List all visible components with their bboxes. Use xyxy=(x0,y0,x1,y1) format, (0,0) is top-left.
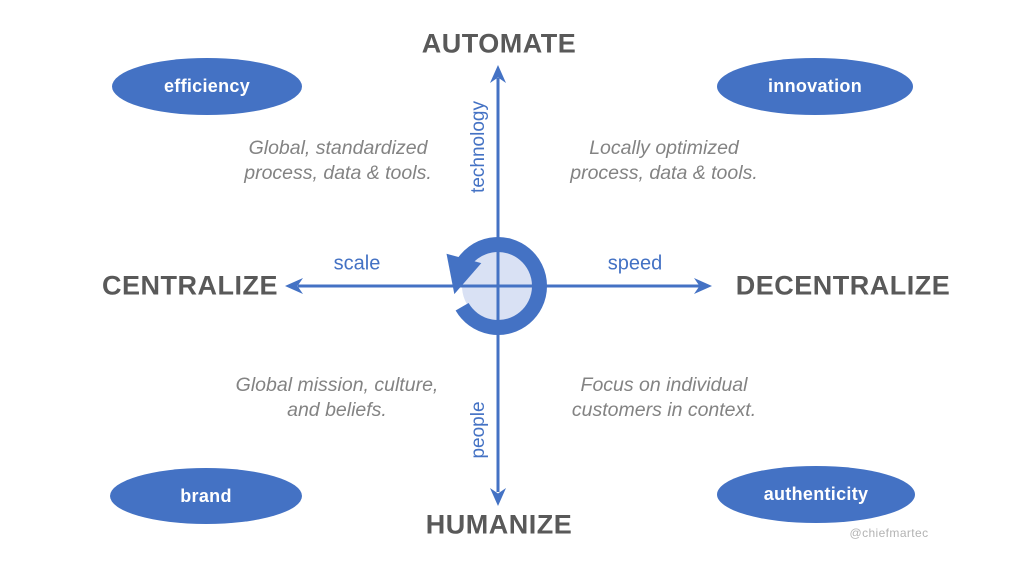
pole-left-label: CENTRALIZE xyxy=(102,270,278,301)
axis-label-technology: technology xyxy=(468,101,489,193)
quadrant-bottom-left-description: Global mission, culture, and beliefs. xyxy=(236,373,439,423)
cycle-arrow-icon xyxy=(446,237,547,335)
pole-bottom-label: HUMANIZE xyxy=(425,509,573,540)
arrowhead-left-icon xyxy=(285,278,303,294)
badge-brand: brand xyxy=(110,468,302,524)
description-line: process, data & tools. xyxy=(244,162,432,184)
description-line: and beliefs. xyxy=(287,399,387,421)
axis-label-scale: scale xyxy=(333,252,381,275)
description-line: customers in context. xyxy=(571,399,757,421)
description-line: Global, standardized xyxy=(248,137,428,159)
description-line: process, data & tools. xyxy=(570,162,758,184)
badge-innovation-label: innovation xyxy=(768,76,862,96)
pole-right-label: DECENTRALIZE xyxy=(735,270,951,301)
quadrant-top-right-description: Locally optimized process, data & tools. xyxy=(570,136,758,186)
description-line: Locally optimized xyxy=(589,137,739,159)
arrowhead-down-icon xyxy=(490,488,506,506)
quadrant-top-left-description: Global, standardized process, data & too… xyxy=(244,136,432,186)
description-line: Focus on individual xyxy=(580,374,748,396)
quadrant-bottom-right-description: Focus on individual customers in context… xyxy=(572,373,756,423)
arrowhead-right-icon xyxy=(694,278,712,294)
arrowhead-up-icon xyxy=(490,65,506,83)
pole-top-label: AUTOMATE xyxy=(421,28,577,59)
badge-authenticity: authenticity xyxy=(717,466,915,523)
cycle-arrow-ring xyxy=(455,237,547,335)
badge-efficiency-label: efficiency xyxy=(163,76,251,96)
badge-brand-label: brand xyxy=(180,485,232,506)
badge-efficiency: efficiency xyxy=(112,58,302,115)
axis-label-people: people xyxy=(468,401,489,459)
cycle-arrow-head xyxy=(446,253,482,295)
badge-innovation: innovation xyxy=(717,58,913,115)
axis-label-speed: speed xyxy=(607,252,663,275)
watermark-handle: @chiefmartec xyxy=(849,526,929,540)
description-line: Global mission, culture, xyxy=(235,374,439,396)
badge-authenticity-label: authenticity xyxy=(763,484,869,504)
